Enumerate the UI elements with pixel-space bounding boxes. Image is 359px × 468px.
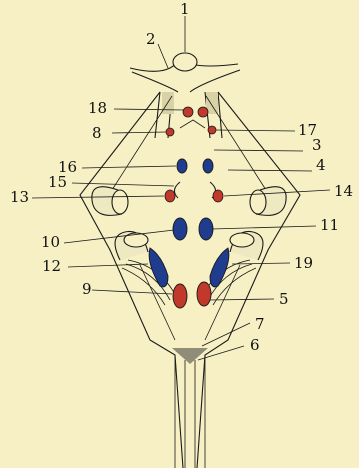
blue-nucleus-11 bbox=[199, 218, 213, 240]
blue-nucleus-19 bbox=[210, 248, 229, 287]
lower-arch bbox=[132, 70, 240, 92]
outer-body bbox=[80, 92, 300, 468]
blue-nucleus-16-left bbox=[177, 159, 187, 173]
label-7: 7 bbox=[255, 315, 265, 333]
label-17: 17 bbox=[298, 121, 317, 139]
red-nucleus-18-right bbox=[198, 107, 208, 117]
red-nucleus-9-left bbox=[173, 284, 187, 308]
left-upper-cylinder bbox=[92, 187, 128, 216]
label-19: 19 bbox=[294, 254, 313, 272]
label-5: 5 bbox=[279, 290, 289, 308]
label-13: 13 bbox=[10, 188, 29, 206]
label-18: 18 bbox=[88, 99, 107, 117]
red-nucleus-8 bbox=[166, 128, 174, 136]
blue-nucleus-12 bbox=[149, 248, 168, 287]
label-16: 16 bbox=[58, 158, 77, 176]
label-2: 2 bbox=[146, 30, 156, 48]
label-14: 14 bbox=[334, 182, 353, 200]
label-4: 4 bbox=[316, 156, 326, 174]
median-wedge bbox=[172, 348, 208, 364]
red-nucleus-9-right bbox=[197, 282, 211, 306]
red-nucleus-18-left bbox=[183, 107, 193, 117]
left-fiber-bundle bbox=[122, 260, 176, 305]
label-1: 1 bbox=[180, 0, 190, 18]
label-9: 9 bbox=[82, 280, 92, 298]
central-canal-top bbox=[173, 53, 197, 71]
red-nucleus-14 bbox=[213, 190, 223, 202]
right-upper-cylinder bbox=[250, 187, 286, 216]
label-10: 10 bbox=[41, 233, 60, 251]
label-8: 8 bbox=[92, 124, 102, 142]
blue-nucleus-10 bbox=[173, 218, 187, 240]
left-lower-cylinder bbox=[115, 231, 148, 260]
label-6: 6 bbox=[250, 336, 260, 354]
upper-chiasm bbox=[180, 120, 205, 128]
red-nucleus-17 bbox=[208, 126, 216, 134]
right-lower-cylinder bbox=[230, 231, 263, 260]
label-11: 11 bbox=[320, 216, 339, 234]
red-nucleus-13 bbox=[165, 190, 175, 202]
label-12: 12 bbox=[42, 257, 61, 275]
blue-nucleus-16-right bbox=[203, 159, 213, 173]
